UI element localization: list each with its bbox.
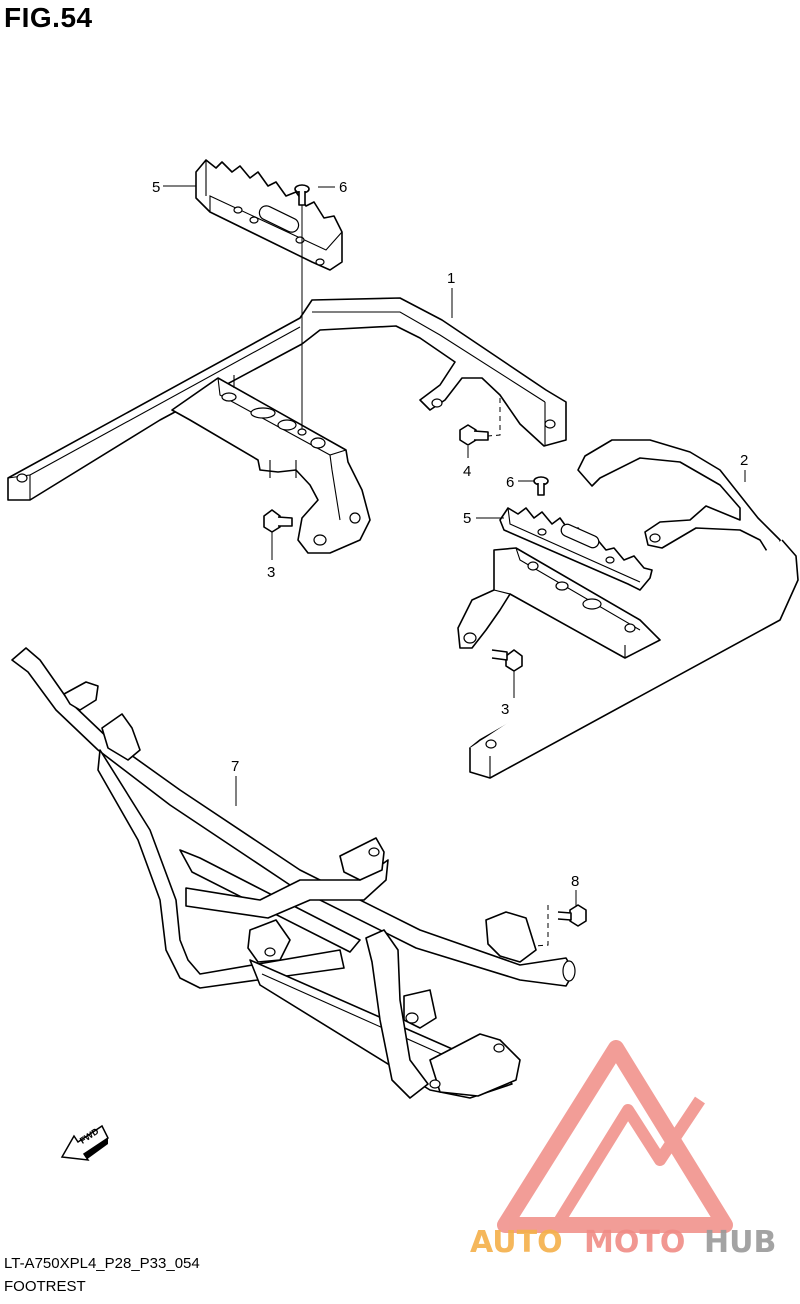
callout-2: 2 — [740, 452, 748, 469]
callout-5-upper: 5 — [152, 179, 160, 196]
callout-4: 4 — [463, 463, 471, 480]
svg-text:HUB: HUB — [704, 1225, 776, 1260]
bolt-4 — [459, 424, 489, 446]
automotohub-wordmark: AUTO MOTO HUB — [470, 1225, 776, 1260]
callout-3-right: 3 — [501, 701, 509, 718]
screw-6-left — [294, 184, 310, 206]
front-guard-frame — [11, 647, 576, 1099]
model-code: LT-A750XPL4_P28_P33_054 — [4, 1255, 200, 1272]
callout-7: 7 — [231, 758, 239, 775]
footrest-bracket-right — [457, 439, 799, 779]
footrest-bracket-left — [7, 297, 567, 554]
callout-3-left: 3 — [267, 564, 275, 581]
diagram-caption: FOOTREST — [4, 1278, 86, 1295]
step-plate-left — [195, 159, 343, 271]
callout-6-upper: 6 — [339, 179, 347, 196]
callout-8: 8 — [571, 873, 579, 890]
automotohub-logo — [497, 1040, 733, 1233]
fwd-arrow-icon: FWD — [60, 1124, 109, 1161]
callout-6-lower: 6 — [506, 474, 514, 491]
bolt-3-right — [491, 649, 523, 672]
svg-text:MOTO: MOTO — [584, 1225, 685, 1260]
screw-6-right — [533, 476, 549, 496]
step-plate-right — [499, 507, 653, 591]
bolt-3-left — [263, 509, 293, 533]
bolt-8 — [557, 904, 587, 927]
callout-5-lower: 5 — [463, 510, 471, 527]
svg-text:AUTO: AUTO — [470, 1225, 563, 1260]
callout-1: 1 — [447, 270, 455, 287]
figure-title: FIG.54 — [4, 2, 93, 33]
